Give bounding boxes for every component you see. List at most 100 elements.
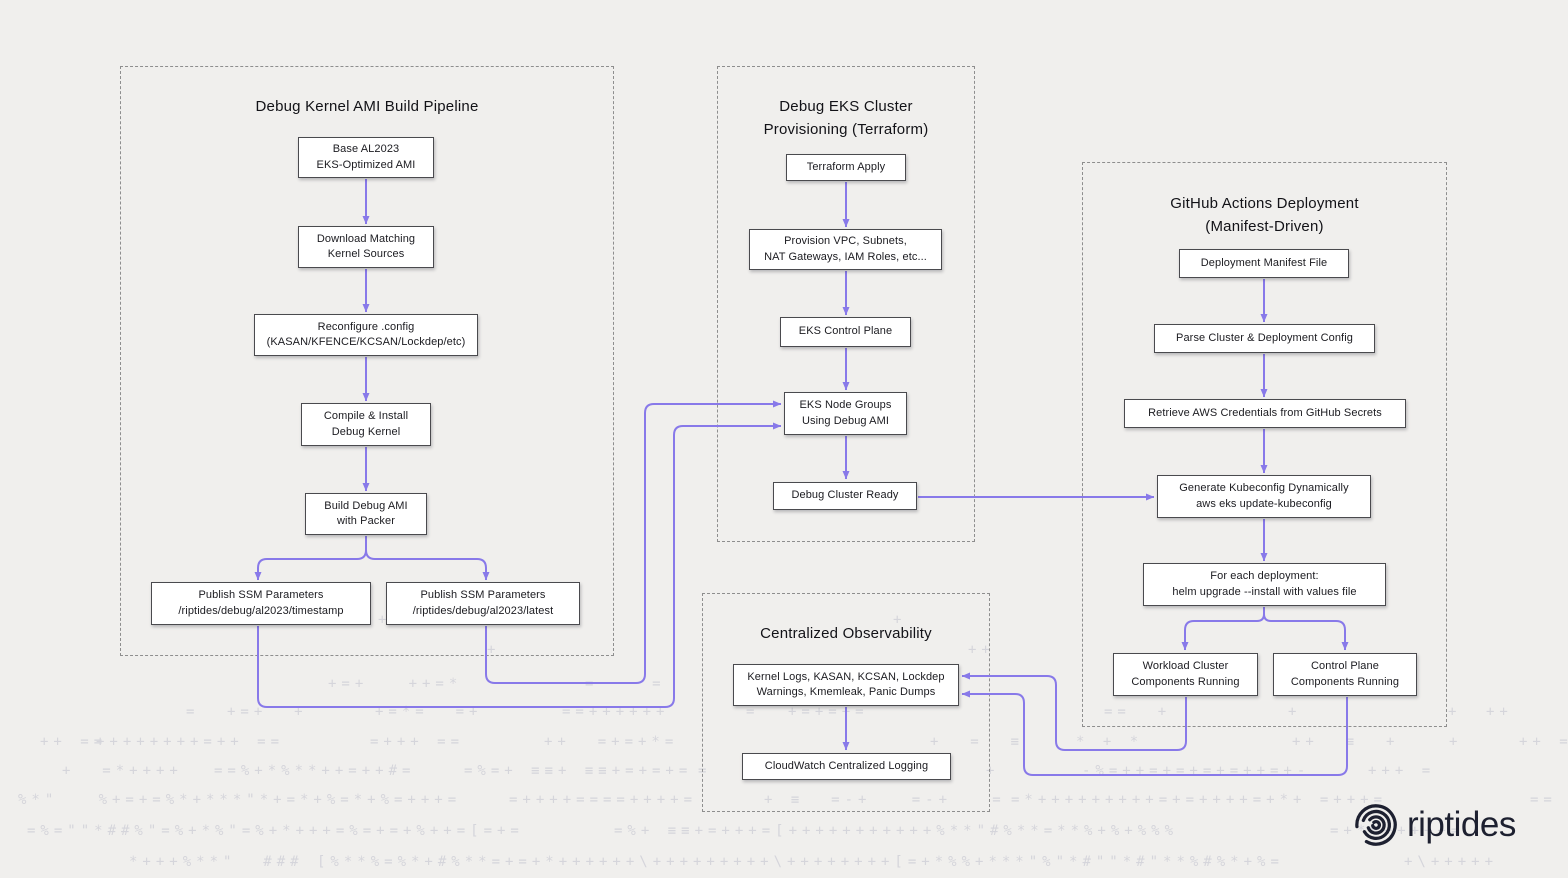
ascii-decoration: +\+++++ [1404,854,1499,870]
ascii-decoration: =++++====++++= [509,792,698,808]
node-label-line: Kernel Sources [327,248,405,260]
node-label-line: Components Running [1290,675,1400,688]
ascii-decoration: + ≡ =-+ =-+ = [764,792,1006,808]
ascii-decoration: +++ = [1368,763,1436,779]
ascii-decoration: +=*= =+ [375,704,483,720]
ascii-decoration: =%=""*##%"=%+*%"=%+*+++=%=+=+%++=[=+= [27,823,524,839]
node-label-line: Generate Kubeconfig Dynamically [1179,482,1349,494]
ascii-decoration: ++ == [40,734,108,750]
node-label-line: /riptides/debug/al2023/latest [412,604,554,617]
riptides-logo: riptides [1353,801,1516,849]
node-reconfigure-config: Reconfigure .config (KASAN/KFENCE/KCSAN/L… [254,314,478,356]
section-title-github-actions-deployment: GitHub Actions Deployment (Manifest-Drive… [1083,192,1446,238]
node-label-line: /riptides/debug/al2023/timestamp [178,604,344,617]
section-title-line: GitHub Actions Deployment [1170,195,1359,212]
node-helm-upgrade-install: For each deployment: helm upgrade --insta… [1143,563,1386,606]
node-label-line: Provision VPC, Subnets, [784,235,907,247]
node-label-line: NAT Gateways, IAM Roles, etc... [764,250,927,263]
node-cloudwatch-logging: CloudWatch Centralized Logging [742,753,951,780]
ascii-decoration: == [1530,792,1557,808]
node-label-line: Reconfigure .config [317,320,415,333]
riptides-logo-text: riptides [1407,805,1516,844]
ascii-decoration: = [186,704,200,720]
ascii-decoration: + [1448,704,1462,720]
node-label-line: Compile & Install [323,410,409,422]
ascii-decoration: ++ = [1519,734,1568,750]
node-label-line: Components Running [1131,675,1240,688]
section-title-kernel-ami-pipeline: Debug Kernel AMI Build Pipeline [121,95,613,118]
ascii-decoration: ==%+*%**++=++#= [214,763,416,779]
ascii-decoration: *+++%**" ### [%**%=%*+#%**=+=+*++++++\++… [129,854,1284,870]
node-publish-ssm-latest: Publish SSM Parameters/riptides/debug/al… [386,582,580,625]
node-deployment-manifest-file: Deployment Manifest File [1179,249,1349,278]
ascii-decoration: ++ ≡ + [1292,734,1400,750]
node-label-line: Parse Cluster & Deployment Config [1176,331,1353,344]
ascii-decoration: -%=++=+=+=+=++=+- [1082,763,1311,779]
ascii-decoration: %*" %+=+=%*+***"*+=*+%=*+%=+++= [18,792,462,808]
riptides-logo-icon [1355,804,1397,846]
node-label-line: Workload Cluster [1142,660,1229,672]
section-title-line: (Manifest-Driven) [1205,218,1324,235]
node-label-line: Build Debug AMI [324,499,408,512]
node-debug-cluster-ready: Debug Cluster Ready [773,482,917,510]
node-label-line: EKS Control Plane [798,325,893,338]
node-label-line: EKS-Optimized AMI [316,158,416,171]
node-label-line: Control Plane [1311,660,1379,672]
node-label-line: Debug Kernel [331,425,401,438]
node-label-line: Retrieve AWS Credentials from GitHub Sec… [1148,406,1382,419]
section-title-line: Provisioning (Terraform) [763,121,929,138]
node-label-line: CloudWatch Centralized Logging [764,759,929,772]
node-label-line: (KASAN/KFENCE/KCSAN/Lockdep/etc) [266,336,466,348]
ascii-decoration: = [746,704,760,720]
ascii-decoration: ++++++++=++ == [96,734,285,750]
section-title-line: Debug EKS Cluster [779,98,913,115]
ascii-decoration: ++ =+=+*= [544,734,679,750]
ascii-decoration: ++ [1486,704,1513,720]
ascii-decoration: = = [585,676,666,692]
ascii-decoration: + [893,612,907,628]
node-label-line: Download Matching [316,232,416,245]
ascii-decoration: + [1449,734,1463,750]
node-label-line: Publish SSM Parameters [420,589,546,601]
node-label-line: EKS Node Groups [799,399,892,411]
ascii-decoration: ++ [968,642,995,658]
node-label-line: helm upgrade --install with values file [1172,585,1357,598]
node-terraform-apply: Terraform Apply [786,154,906,181]
section-title-line: Centralized Observability [760,625,932,642]
ascii-decoration: +=+=+= [788,704,869,720]
node-label-line: Debug Cluster Ready [791,489,899,502]
node-build-debug-ami-packer: Build Debug AMI with Packer [305,493,427,535]
node-provision-vpc: Provision VPC, Subnets, NAT Gateways, IAM… [749,229,942,270]
ascii-decoration: =%=+ ≡≡+ ≡≡+=+=+= [464,763,693,779]
node-label-line: For each deployment: [1210,570,1319,582]
node-label-line: Using Debug AMI [801,414,890,427]
node-label-line: Terraform Apply [806,160,886,173]
section-title-centralized-observability: Centralized Observability [703,622,989,645]
ascii-decoration: +=+ + [227,704,308,720]
node-retrieve-aws-credentials: Retrieve AWS Credentials from GitHub Sec… [1124,399,1406,428]
node-label-line: with Packer [337,515,395,527]
node-label-line: Kernel Logs, KASAN, KCSAN, Lockdep [747,670,945,683]
ascii-decoration: +=+ ++=* [328,676,463,692]
ascii-decoration: * + * [1076,734,1144,750]
node-label-line: Publish SSM Parameters [198,589,324,601]
node-label-line: Base AL2023 [332,143,400,155]
node-label-line: Warnings, Kmemleak, Panic Dumps [756,686,936,698]
node-parse-cluster-config: Parse Cluster & Deployment Config [1154,324,1375,353]
ascii-decoration: =*+++++++++=+=++++=+*+ =+++= [1011,792,1388,808]
ascii-decoration: ==++++++ [562,704,670,720]
ascii-decoration: =%+ ≡≡+=+++=[+++++++++++%**"#%**=**%+%+%… [614,823,1179,839]
ascii-decoration: =+++ == [370,734,465,750]
node-eks-control-plane: EKS Control Plane [780,317,911,347]
